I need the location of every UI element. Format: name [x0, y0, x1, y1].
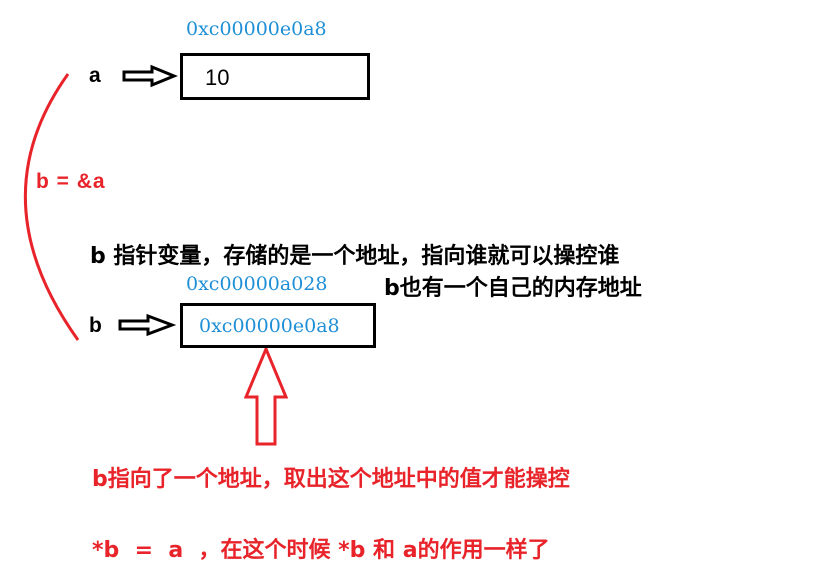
memory-box-a: 10: [180, 53, 370, 100]
assignment-label: b = &a: [36, 170, 106, 193]
var-b-label: b: [89, 314, 102, 337]
own-address-note: b也有一个自己的内存地址: [384, 276, 642, 301]
equivalence-note: *b = a ，在这个时候 *b 和 a的作用一样了: [92, 538, 550, 563]
up-arrow-icon: [243, 345, 289, 446]
arrow-a-icon: [122, 64, 178, 88]
address-a: 0xc00000e0a8: [186, 18, 327, 40]
address-b: 0xc00000a028: [186, 273, 328, 295]
memory-box-b: 0xc00000e0a8: [180, 303, 376, 348]
deref-explanation: b指向了一个地址，取出这个地址中的值才能操控: [92, 467, 570, 492]
arrow-b-icon: [118, 313, 177, 337]
pointer-explanation: b 指针变量，存储的是一个地址，指向谁就可以操控谁: [90, 244, 620, 269]
value-a: 10: [205, 65, 230, 90]
var-a-label: a: [89, 64, 101, 87]
value-b: 0xc00000e0a8: [199, 315, 340, 337]
link-curve: [24, 73, 80, 341]
